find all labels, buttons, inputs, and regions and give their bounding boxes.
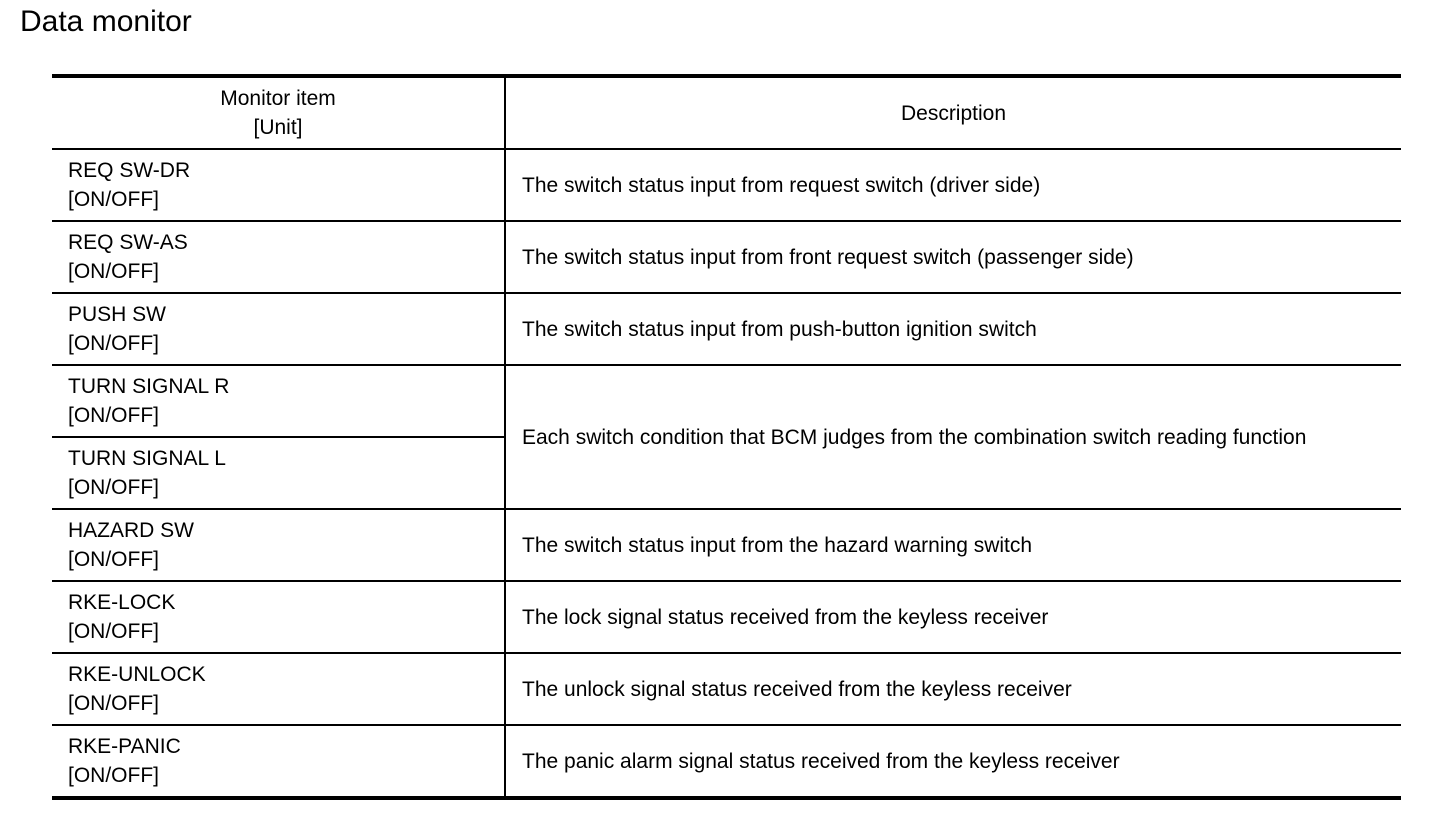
monitor-item-cell: PUSH SW [ON/OFF] <box>52 293 506 366</box>
monitor-item-name: REQ SW-AS <box>68 231 188 254</box>
table-row: RKE-LOCK [ON/OFF] The lock signal status… <box>52 581 1401 654</box>
monitor-item-unit: [ON/OFF] <box>68 332 159 355</box>
description-cell: The unlock signal status received from t… <box>505 653 1401 726</box>
header-unit-label: [Unit] <box>253 116 303 139</box>
monitor-item-cell: RKE-PANIC [ON/OFF] <box>52 725 506 799</box>
header-description: Description <box>505 76 1401 150</box>
table-header: Monitor item [Unit] Description <box>52 76 1401 150</box>
description-cell: The switch status input from the hazard … <box>505 509 1401 582</box>
monitor-item-cell: REQ SW-DR [ON/OFF] <box>52 149 506 222</box>
monitor-item-unit: [ON/OFF] <box>68 404 159 427</box>
page-title: Data monitor <box>20 5 192 38</box>
table-row: TURN SIGNAL R [ON/OFF] Each switch condi… <box>52 365 1401 510</box>
monitor-item-name: TURN SIGNAL R <box>68 375 230 398</box>
monitor-item-cell: HAZARD SW [ON/OFF] <box>52 509 506 582</box>
monitor-item-name: RKE-PANIC <box>68 735 181 758</box>
monitor-item-unit: [ON/OFF] <box>68 260 159 283</box>
data-monitor-table-container: Monitor item [Unit] Description REQ SW-D… <box>52 74 1401 800</box>
header-monitor-item: Monitor item [Unit] <box>52 76 506 150</box>
monitor-item-unit: [ON/OFF] <box>68 764 159 787</box>
description-cell: The lock signal status received from the… <box>505 581 1401 654</box>
monitor-item-cell: REQ SW-AS [ON/OFF] <box>52 221 506 294</box>
description-cell: The switch status input from front reque… <box>505 221 1401 294</box>
table-row: HAZARD SW [ON/OFF] The switch status inp… <box>52 509 1401 582</box>
table-row: REQ SW-DR [ON/OFF] The switch status inp… <box>52 149 1401 222</box>
monitor-item-unit: [ON/OFF] <box>68 476 159 499</box>
monitor-item-name: REQ SW-DR <box>68 159 191 182</box>
table-row: RKE-PANIC [ON/OFF] The panic alarm signa… <box>52 725 1401 799</box>
monitor-item-name: RKE-UNLOCK <box>68 663 206 686</box>
description-cell: Each switch condition that BCM judges fr… <box>505 365 1401 510</box>
description-cell: The switch status input from push-button… <box>505 293 1401 366</box>
monitor-item-name: HAZARD SW <box>68 519 194 542</box>
monitor-item-cell: RKE-LOCK [ON/OFF] <box>52 581 506 654</box>
table-row: TURN SIGNAL L [ON/OFF] <box>52 437 1401 510</box>
table-body: REQ SW-DR [ON/OFF] The switch status inp… <box>52 149 1401 799</box>
monitor-item-unit: [ON/OFF] <box>68 692 159 715</box>
monitor-item-cell: TURN SIGNAL L [ON/OFF] <box>52 437 506 510</box>
monitor-item-unit: [ON/OFF] <box>68 188 159 211</box>
monitor-item-cell: RKE-UNLOCK [ON/OFF] <box>52 653 506 726</box>
monitor-item-name: TURN SIGNAL L <box>68 447 226 470</box>
monitor-item-name: PUSH SW <box>68 303 167 326</box>
monitor-item-name: RKE-LOCK <box>68 591 176 614</box>
table-row: RKE-UNLOCK [ON/OFF] The unlock signal st… <box>52 653 1401 726</box>
header-row: Monitor item [Unit] Description <box>52 76 1401 150</box>
description-cell: The switch status input from request swi… <box>505 149 1401 222</box>
data-monitor-table: Monitor item [Unit] Description REQ SW-D… <box>52 74 1401 800</box>
table-row: PUSH SW [ON/OFF] The switch status input… <box>52 293 1401 366</box>
header-item-label: Monitor item <box>220 87 336 110</box>
monitor-item-unit: [ON/OFF] <box>68 548 159 571</box>
description-cell: The panic alarm signal status received f… <box>505 725 1401 799</box>
monitor-item-cell: TURN SIGNAL R [ON/OFF] <box>52 365 506 438</box>
table-row: REQ SW-AS [ON/OFF] The switch status inp… <box>52 221 1401 294</box>
monitor-item-unit: [ON/OFF] <box>68 620 159 643</box>
